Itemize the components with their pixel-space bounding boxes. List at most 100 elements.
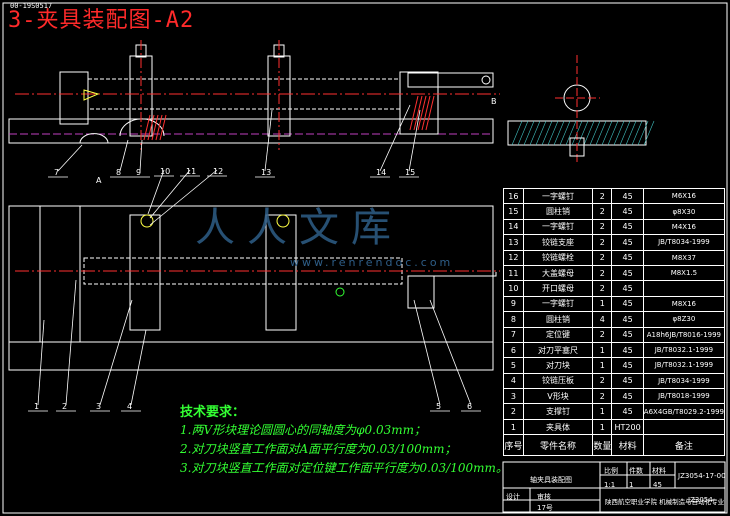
hatch-line bbox=[147, 114, 155, 141]
side-hatch bbox=[541, 120, 553, 146]
parts-cell-note: JB/T8032.1-1999 bbox=[642, 341, 726, 359]
hatch-line bbox=[155, 114, 163, 141]
parts-cell-qty: 2 bbox=[592, 249, 613, 266]
parts-cell-note: JB/T8032.1-1999 bbox=[642, 357, 726, 374]
parts-cell-name: 铰链螺栓 bbox=[522, 249, 594, 266]
parts-cell-name: 开口螺母 bbox=[522, 280, 594, 297]
callout-leader bbox=[130, 329, 147, 406]
hatch-line bbox=[151, 114, 159, 141]
side-hatch bbox=[583, 120, 595, 146]
nut-top-left bbox=[140, 214, 154, 228]
parts-cell-name: 对刀块 bbox=[522, 357, 594, 374]
tb-drawing-name: 轴夹具装配图 bbox=[530, 476, 572, 484]
hatch-line bbox=[413, 95, 423, 131]
parts-cell-qty: 2 bbox=[592, 203, 613, 220]
side-hatch bbox=[637, 120, 649, 146]
hatch-line bbox=[425, 95, 435, 131]
parts-cell-qty: 1 bbox=[592, 341, 613, 359]
parts-cell-qty: 数量 bbox=[592, 434, 613, 457]
side-hatch bbox=[565, 120, 577, 146]
side-hatch bbox=[643, 120, 655, 146]
callout-leader bbox=[379, 104, 411, 172]
callout-number: 2 bbox=[62, 402, 67, 411]
callout-number: 14 bbox=[376, 168, 386, 177]
parts-cell-name: 一字螺钉 bbox=[522, 187, 594, 205]
parts-cell-mat: 45 bbox=[611, 295, 644, 313]
callout-leader bbox=[57, 144, 83, 172]
hatch-line bbox=[409, 95, 419, 131]
side-hatch bbox=[517, 120, 529, 146]
tb-code: JZ3054-17-00 bbox=[678, 472, 726, 480]
parts-cell-mat: 45 bbox=[611, 357, 644, 374]
parts-cell-name: 一字螺钉 bbox=[522, 218, 594, 236]
callout-leader bbox=[429, 299, 472, 406]
tb-qty-label: 件数 bbox=[629, 467, 643, 475]
parts-cell-mat: 45 bbox=[611, 234, 644, 251]
callout-number: 9 bbox=[136, 168, 141, 177]
parts-cell-mat: 45 bbox=[611, 187, 644, 205]
watermark-logo: 人人文库 bbox=[195, 205, 403, 251]
parts-cell-name: 零件名称 bbox=[522, 434, 594, 457]
parts-cell-mat: 45 bbox=[611, 264, 644, 282]
parts-cell-mat: 材料 bbox=[611, 434, 644, 457]
nut-top-right bbox=[276, 214, 290, 228]
parts-cell-note: φ8Z30 bbox=[642, 311, 726, 328]
callout-leader bbox=[413, 299, 441, 406]
parts-cell-no: 10 bbox=[503, 280, 524, 297]
plan-gauge bbox=[434, 272, 497, 277]
parts-cell-name: 一字螺钉 bbox=[522, 295, 594, 313]
parts-cell-no: 13 bbox=[503, 234, 524, 251]
parts-cell-qty: 2 bbox=[592, 187, 613, 205]
parts-cell-qty: 2 bbox=[592, 372, 613, 390]
gauge-hole bbox=[481, 75, 491, 85]
parts-cell-no: 6 bbox=[503, 341, 524, 359]
callout-number: 13 bbox=[261, 168, 271, 177]
callout-number: 3 bbox=[96, 402, 101, 411]
parts-cell-name: 对刀平塞尺 bbox=[522, 341, 594, 359]
tb-qty: 1 bbox=[629, 481, 634, 489]
parts-cell-note: JB/T8034-1999 bbox=[642, 372, 726, 390]
parts-cell-name: 圆柱销 bbox=[522, 311, 594, 328]
parts-cell-no: 5 bbox=[503, 357, 524, 374]
callout-leader bbox=[149, 169, 218, 226]
side-hatch bbox=[523, 120, 535, 146]
parts-cell-no: 1 bbox=[503, 418, 524, 436]
callout-number: 11 bbox=[186, 167, 196, 176]
parts-cell-name: V形块 bbox=[522, 388, 594, 405]
side-hatch bbox=[595, 120, 607, 146]
title-block-frame bbox=[502, 461, 726, 513]
feeler-gauge bbox=[407, 72, 494, 88]
parts-cell-note: M4X16 bbox=[642, 218, 726, 236]
callout-leader bbox=[99, 299, 133, 406]
tb-scale-label: 比例 bbox=[604, 467, 618, 475]
parts-cell-note: A18h6JB/T8016-1999 bbox=[642, 326, 726, 343]
plan-base-lower bbox=[8, 341, 494, 371]
parts-list-header: 序号零件名称数量材料备注 bbox=[503, 434, 726, 457]
side-hatch bbox=[601, 120, 613, 146]
callout-number: 1 bbox=[34, 402, 39, 411]
parts-cell-qty: 2 bbox=[592, 234, 613, 251]
side-hatch bbox=[553, 120, 565, 146]
plan-cutter bbox=[407, 275, 435, 309]
dim-b: B bbox=[491, 97, 497, 106]
parts-cell-no: 12 bbox=[503, 249, 524, 266]
parts-cell-no: 15 bbox=[503, 203, 524, 220]
parts-cell-mat: 45 bbox=[611, 372, 644, 390]
callout-leader bbox=[147, 169, 165, 215]
parts-cell-note: M8X1.5 bbox=[642, 264, 726, 282]
parts-cell-qty: 1 bbox=[592, 403, 613, 420]
callout-leader bbox=[139, 139, 143, 172]
parts-cell-note bbox=[642, 418, 726, 436]
parts-cell-name: 铰链支座 bbox=[522, 234, 594, 251]
tb-material: 45 bbox=[653, 481, 662, 489]
parts-cell-mat: 45 bbox=[611, 341, 644, 359]
